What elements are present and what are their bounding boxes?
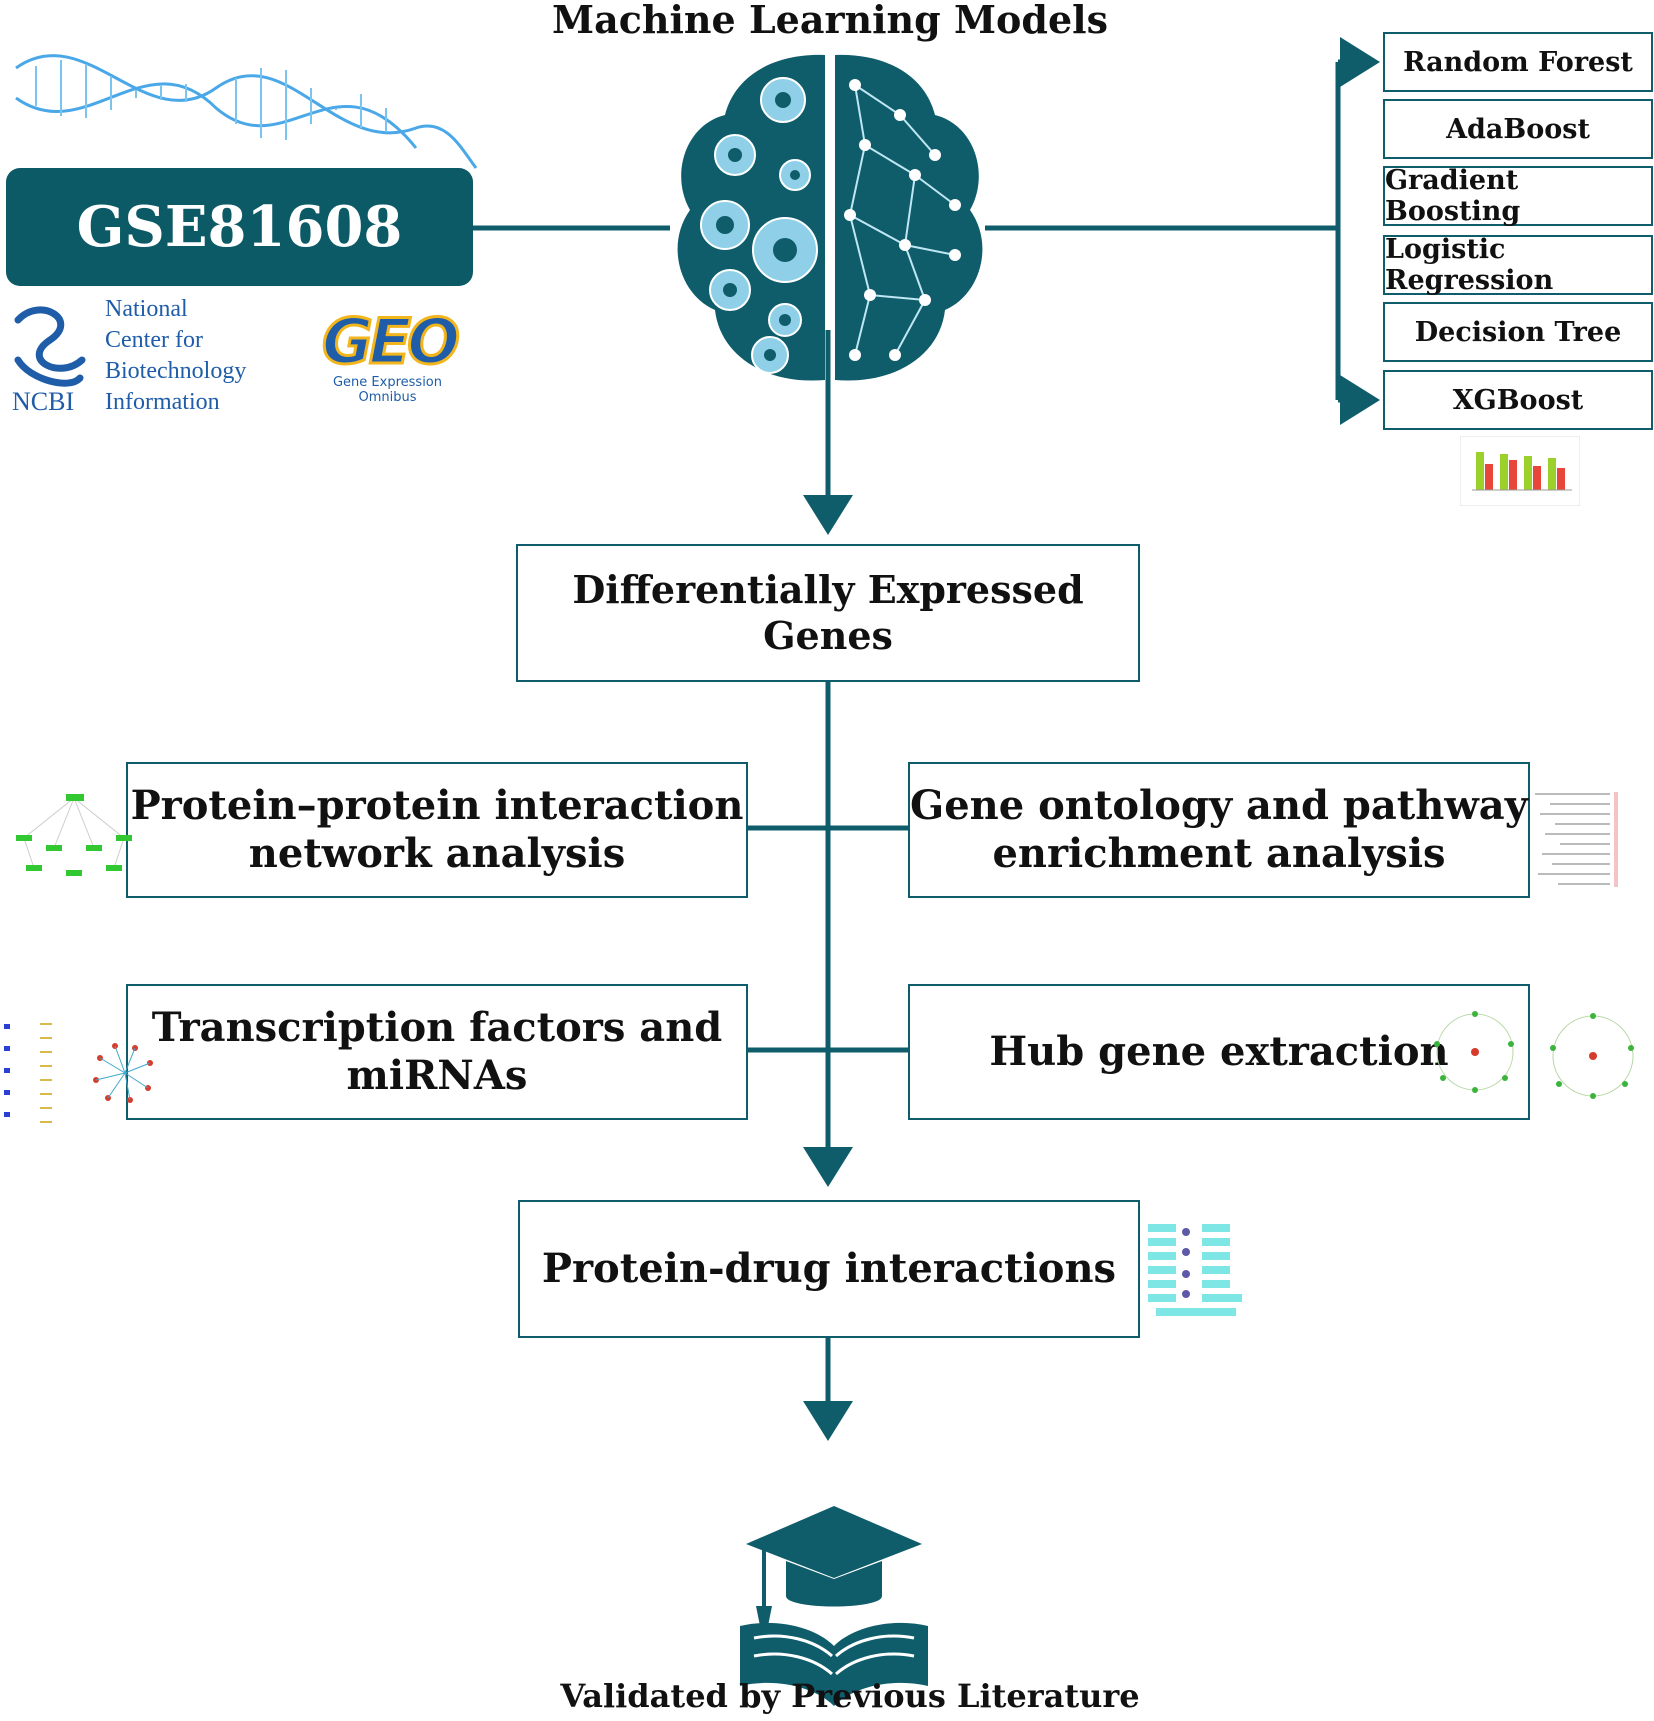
go-label-line-2: enrichment analysis: [992, 830, 1446, 877]
hub-gene-thumbnail: [1434, 1011, 1634, 1099]
model-adaboost: AdaBoost: [1383, 99, 1653, 159]
deg-box: Differentially Expressed Genes: [516, 544, 1140, 682]
hub-box: Hub gene extraction: [908, 984, 1530, 1120]
tf-label: Transcription factors and miRNAs: [152, 1004, 723, 1100]
tf-label-line-2: miRNAs: [346, 1052, 528, 1099]
drug-label: Protein-drug interactions: [541, 1245, 1117, 1292]
ncbi-name: National Center for Biotechnology Inform…: [105, 294, 246, 418]
model-random-forest-label: Random Forest: [1403, 46, 1633, 78]
diagram-title: Machine Learning Models: [552, 0, 1108, 42]
brain-icon: [677, 54, 983, 381]
model-performance-thumbnail: [1460, 436, 1580, 506]
ppi-label-line-2: network analysis: [248, 830, 626, 877]
model-xgboost: XGBoost: [1383, 370, 1653, 430]
geo-logo: GEO Gene Expression Omnibus: [305, 304, 470, 406]
dataset-banner: GSE81608: [6, 168, 473, 286]
ppi-network-thumbnail: [16, 794, 132, 876]
ncbi-abbr: NCBI: [12, 387, 75, 416]
drug-box: Protein-drug interactions: [518, 1200, 1140, 1338]
ncbi-name-line-3: Biotechnology: [105, 358, 247, 384]
model-random-forest: Random Forest: [1383, 32, 1653, 92]
model-xgboost-label: XGBoost: [1452, 384, 1584, 416]
go-box: Gene ontology and pathway enrichment ana…: [908, 762, 1530, 898]
model-decision-tree: Decision Tree: [1383, 302, 1653, 362]
ppi-label-line-1: Protein–protein interaction: [130, 782, 744, 829]
geo-logo-mark: GEO: [321, 304, 462, 380]
model-logistic-regression-label: Logistic Regression: [1385, 234, 1554, 296]
model-gradient-boosting: Gradient Boosting: [1383, 165, 1653, 227]
ncbi-logo-icon: [14, 306, 86, 387]
model-adaboost-label: AdaBoost: [1446, 113, 1590, 145]
ppi-box: Protein–protein interaction network anal…: [126, 762, 748, 898]
ncbi-name-line-4: Information: [105, 389, 220, 415]
go-pathway-thumbnail: [1530, 784, 1625, 894]
tf-box: Transcription factors and miRNAs: [126, 984, 748, 1120]
ncbi-name-line-2: Center for: [105, 327, 203, 353]
drug-interaction-thumbnail: [1148, 1224, 1242, 1316]
validated-label: Validated by Previous Literature: [560, 1677, 1140, 1715]
tf-mirna-thumbnail: [4, 1023, 153, 1123]
geo-logo-caption: Gene Expression Omnibus: [332, 375, 442, 405]
ncbi-name-line-1: National: [105, 296, 188, 322]
dna-helix-icon: [15, 54, 478, 169]
model-logistic-regression: Logistic Regression: [1383, 234, 1653, 296]
ppi-label: Protein–protein interaction network anal…: [131, 782, 744, 878]
graduation-book-icon: [740, 1506, 928, 1706]
model-decision-tree-label: Decision Tree: [1414, 316, 1622, 348]
go-label: Gene ontology and pathway enrichment ana…: [910, 782, 1528, 878]
tf-label-line-1: Transcription factors and: [151, 1004, 723, 1051]
go-label-line-1: Gene ontology and pathway: [910, 782, 1528, 829]
hub-label: Hub gene extraction: [989, 1028, 1449, 1075]
model-gradient-boosting-label: Gradient Boosting: [1385, 165, 1521, 227]
dataset-id: GSE81608: [76, 194, 403, 260]
deg-label: Differentially Expressed Genes: [572, 567, 1084, 658]
